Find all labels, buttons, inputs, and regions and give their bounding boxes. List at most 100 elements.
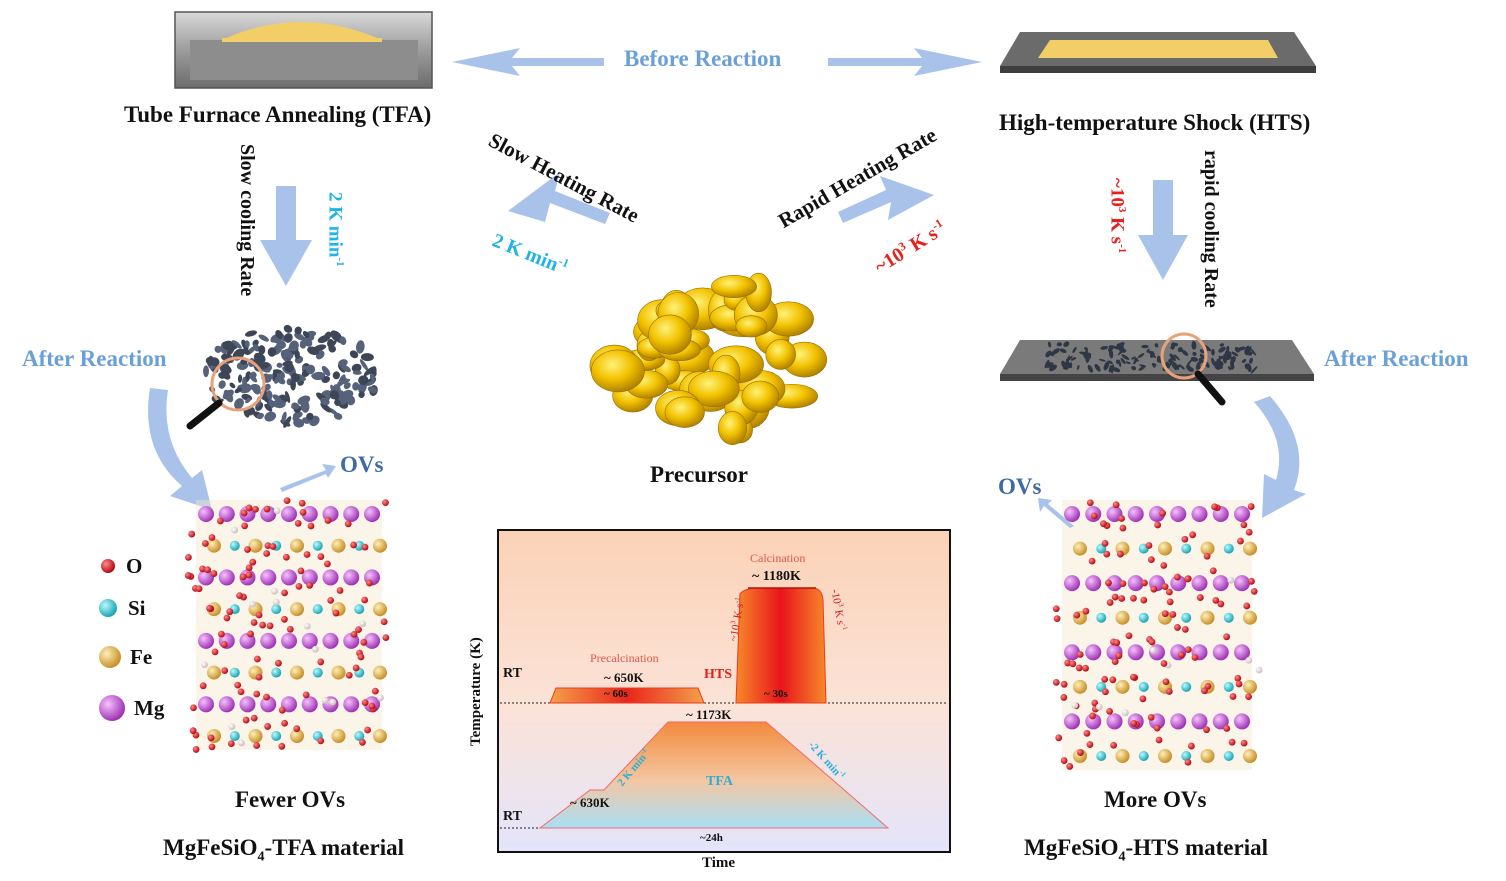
mg-atom bbox=[1064, 575, 1080, 592]
o-atom bbox=[1229, 693, 1237, 700]
particle bbox=[1047, 341, 1052, 348]
particle bbox=[302, 331, 310, 339]
particle bbox=[1108, 348, 1114, 359]
particle bbox=[349, 350, 359, 359]
particle bbox=[367, 386, 378, 394]
inset-rt-bottom: RT bbox=[503, 809, 522, 824]
o-atom bbox=[185, 553, 192, 561]
o-atom bbox=[1066, 763, 1074, 770]
o-atom bbox=[298, 499, 306, 507]
particle bbox=[237, 374, 243, 383]
particle bbox=[292, 415, 300, 422]
o-atom bbox=[1091, 699, 1099, 707]
particle bbox=[1111, 364, 1115, 374]
o-atom bbox=[201, 661, 208, 669]
grain bbox=[648, 314, 692, 355]
o-atom bbox=[336, 587, 344, 594]
particle bbox=[1176, 364, 1181, 369]
o-atom bbox=[1189, 531, 1197, 539]
mg-atom bbox=[1127, 506, 1144, 522]
mg-atom bbox=[1127, 575, 1144, 592]
particle bbox=[299, 339, 310, 346]
particle bbox=[249, 374, 258, 383]
grain bbox=[718, 411, 747, 445]
hts-title: High-temperature Shock (HTS) bbox=[999, 110, 1311, 135]
particle bbox=[333, 412, 343, 420]
particle bbox=[1186, 358, 1193, 367]
si-atom bbox=[229, 667, 240, 678]
o-atom bbox=[269, 543, 277, 550]
o-atom bbox=[1162, 678, 1170, 686]
o-atom bbox=[241, 522, 249, 530]
o-atom bbox=[1111, 658, 1119, 666]
o-atom bbox=[263, 693, 270, 701]
particle bbox=[1245, 350, 1253, 355]
o-atom bbox=[1196, 594, 1204, 601]
particle bbox=[259, 362, 270, 369]
si-atom bbox=[1181, 612, 1192, 623]
particle bbox=[352, 370, 362, 375]
particle bbox=[1065, 355, 1071, 365]
particle bbox=[1116, 342, 1125, 349]
particle bbox=[266, 390, 273, 400]
mg-atom bbox=[281, 632, 297, 649]
o-atom bbox=[1088, 557, 1096, 565]
particle bbox=[1052, 348, 1060, 355]
o-atom bbox=[210, 570, 218, 577]
after-reaction-left: After Reaction bbox=[22, 346, 167, 371]
particle bbox=[214, 345, 222, 353]
particle bbox=[264, 403, 273, 412]
particle bbox=[1156, 357, 1160, 363]
slow-cooling-arrow bbox=[260, 186, 312, 286]
si-atom bbox=[229, 540, 240, 551]
particle bbox=[339, 336, 347, 345]
o-atom bbox=[281, 615, 288, 623]
o-atom bbox=[307, 522, 315, 530]
crystal-structure-hts bbox=[1052, 499, 1263, 770]
o-atom bbox=[1203, 726, 1210, 734]
fe-atom bbox=[1200, 610, 1215, 625]
o-atom bbox=[263, 550, 271, 557]
fe-atom bbox=[373, 538, 387, 553]
o-atom bbox=[1211, 503, 1219, 511]
si-atom bbox=[229, 731, 240, 741]
cool-rate-right-label: ~103 K s-1 bbox=[1106, 178, 1128, 254]
grain bbox=[590, 349, 645, 393]
o-atom bbox=[1240, 739, 1248, 747]
mg-atom bbox=[322, 569, 339, 586]
si-atom bbox=[271, 731, 282, 741]
particle bbox=[1199, 349, 1205, 354]
mg-atom bbox=[1234, 575, 1250, 592]
o-atom bbox=[1153, 724, 1161, 732]
particle bbox=[231, 340, 242, 349]
o-atom bbox=[272, 598, 280, 606]
si-atom bbox=[1181, 751, 1192, 761]
o-atom bbox=[1250, 587, 1258, 595]
o-atom bbox=[281, 719, 288, 727]
particle bbox=[276, 340, 287, 350]
particle bbox=[1154, 343, 1159, 348]
o-atom bbox=[253, 690, 261, 698]
o-atom bbox=[217, 517, 224, 525]
o-atom bbox=[1064, 659, 1072, 667]
fe-atom bbox=[1200, 749, 1215, 763]
fe-atom bbox=[1115, 679, 1130, 694]
mg-atom bbox=[1234, 506, 1250, 522]
o-atom bbox=[234, 681, 242, 689]
o-atom bbox=[350, 630, 358, 638]
o-atom bbox=[1245, 656, 1253, 664]
o-atom bbox=[1055, 734, 1063, 742]
particle bbox=[1100, 346, 1109, 350]
si-atom bbox=[354, 731, 365, 741]
precalcination-label: Precalcination bbox=[590, 651, 659, 665]
si-atom bbox=[271, 667, 282, 678]
particle bbox=[291, 402, 300, 410]
particle bbox=[205, 357, 213, 365]
fe-atom bbox=[207, 665, 221, 680]
particle bbox=[1190, 356, 1199, 362]
particle bbox=[222, 389, 234, 400]
o-atom bbox=[1184, 575, 1192, 583]
mg-atom bbox=[364, 506, 380, 522]
o-atom bbox=[1178, 651, 1185, 659]
particle bbox=[369, 373, 376, 383]
